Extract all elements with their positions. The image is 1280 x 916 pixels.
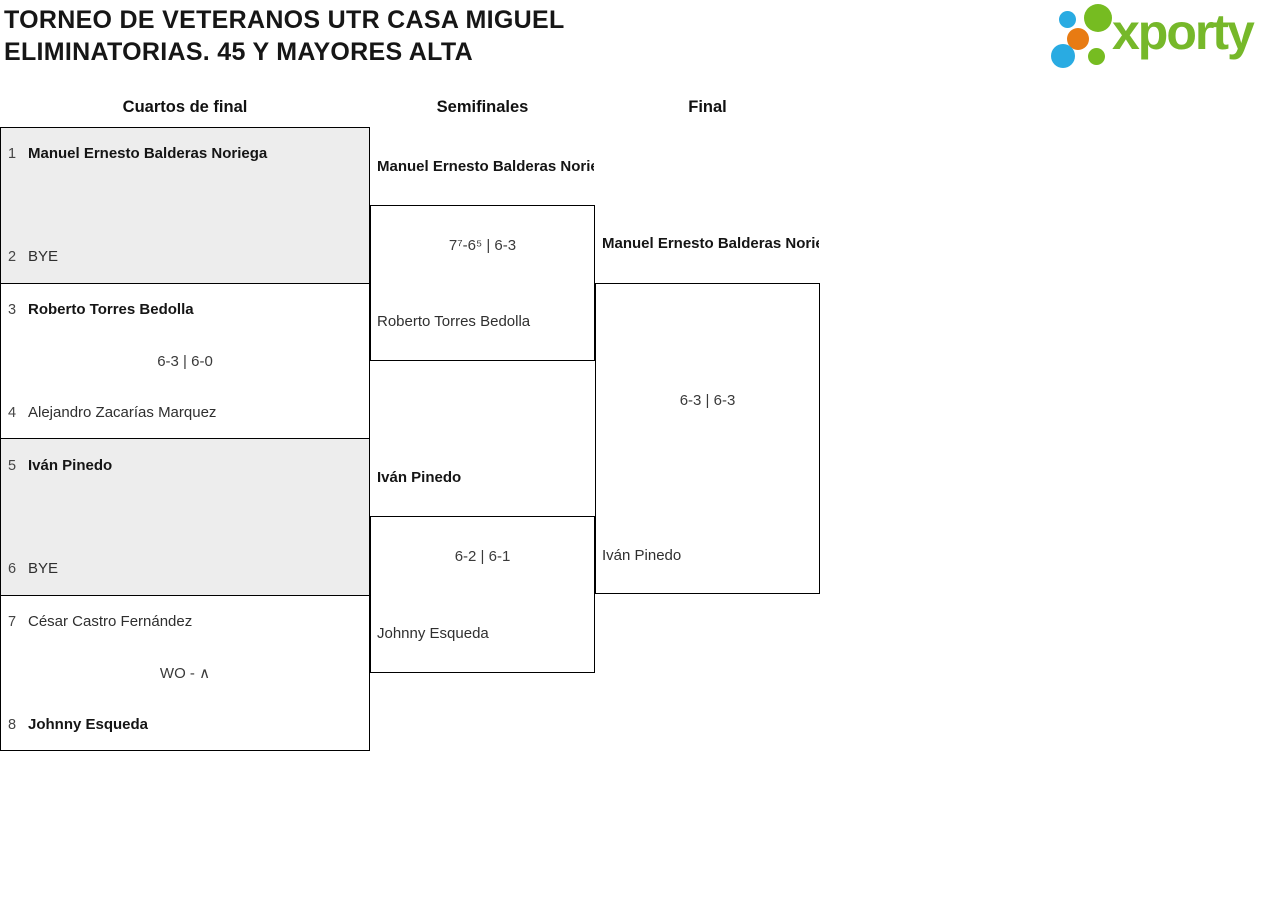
player-slot-qf4-bottom: 8 Johnny Esqueda <box>8 716 148 734</box>
logo-dot-blue-small-icon <box>1059 11 1076 28</box>
match-box-final <box>595 283 820 594</box>
player-slot-qf4-top: 7 César Castro Fernández <box>8 613 192 631</box>
page-title-line1: TORNEO DE VETERANOS UTR CASA MIGUEL <box>4 6 565 34</box>
player-slot-final-bottom: Iván Pinedo <box>602 547 682 564</box>
player-slot-qf3-bottom: 6 BYE <box>8 560 58 578</box>
match-score-final: 6-3 | 6-3 <box>679 392 736 409</box>
player-slot-qf2-top: 3 Roberto Torres Bedolla <box>8 301 194 319</box>
seed-number: 8 <box>8 717 17 733</box>
round-header-cuartos-de-final: Cuartos de final <box>122 98 248 116</box>
player-name: Iván Pinedo <box>28 457 113 474</box>
seed-number: 2 <box>8 249 17 265</box>
match-score-sf1: 7⁷-6⁵ | 6-3 <box>448 237 517 254</box>
player-name: Alejandro Zacarías Marquez <box>28 404 217 421</box>
player-slot-qf1-bottom: 2 BYE <box>8 248 58 266</box>
player-slot-qf3-top: 5 Iván Pinedo <box>8 457 112 475</box>
player-slot-sf2-bottom: Johnny Esqueda <box>377 625 489 642</box>
seed-number: 6 <box>8 561 17 577</box>
match-score-qf2: 6-3 | 6-0 <box>157 353 213 370</box>
match-box-qf1 <box>1 128 369 284</box>
player-slot-qf2-bottom: 4 Alejandro Zacarías Marquez <box>8 404 216 422</box>
player-name: César Castro Fernández <box>28 613 193 630</box>
xporty-logo[interactable]: xporty <box>1048 0 1274 74</box>
match-box-qf2 <box>1 284 369 439</box>
match-box-sf2 <box>370 516 595 673</box>
player-name: BYE <box>28 560 59 577</box>
page-title-line2: ELIMINATORIAS. 45 Y MAYORES ALTA <box>4 38 473 66</box>
player-slot-sf1-top: Manuel Ernesto Balderas Noriega <box>377 158 594 175</box>
page-title: TORNEO DE VETERANOS UTR CASA MIGUEL ELIM… <box>4 4 565 68</box>
xporty-logo-text: xporty <box>1112 4 1255 60</box>
seed-number: 7 <box>8 614 17 630</box>
player-slot-final-top: Manuel Ernesto Balderas Noriega <box>602 235 819 252</box>
match-score-sf2: 6-2 | 6-1 <box>454 548 511 565</box>
player-slot-sf1-bottom: Roberto Torres Bedolla <box>377 313 531 330</box>
logo-dot-orange-icon <box>1067 28 1089 50</box>
match-box-qf4 <box>1 596 369 750</box>
logo-dot-blue-big-icon <box>1051 44 1075 68</box>
player-name: Manuel Ernesto Balderas Noriega <box>28 145 268 162</box>
seed-number: 5 <box>8 458 17 474</box>
player-name: Johnny Esqueda <box>28 716 149 733</box>
seed-number: 3 <box>8 302 17 318</box>
player-slot-sf2-top: Iván Pinedo <box>377 469 462 486</box>
match-score-qf4: WO - ∧ <box>159 665 211 682</box>
round-header-final: Final <box>688 98 727 116</box>
logo-dot-green-big-icon <box>1084 4 1112 32</box>
match-box-sf1 <box>370 205 595 361</box>
seed-number: 1 <box>8 146 17 162</box>
logo-dot-green-small-icon <box>1088 48 1105 65</box>
player-name: BYE <box>28 248 59 265</box>
player-slot-qf1-top: 1 Manuel Ernesto Balderas Noriega <box>8 145 267 163</box>
player-name: Roberto Torres Bedolla <box>28 301 194 318</box>
round-header-semifinales: Semifinales <box>436 98 529 116</box>
quarterfinals-column <box>0 127 370 751</box>
seed-number: 4 <box>8 405 17 421</box>
match-box-qf3 <box>1 439 369 596</box>
